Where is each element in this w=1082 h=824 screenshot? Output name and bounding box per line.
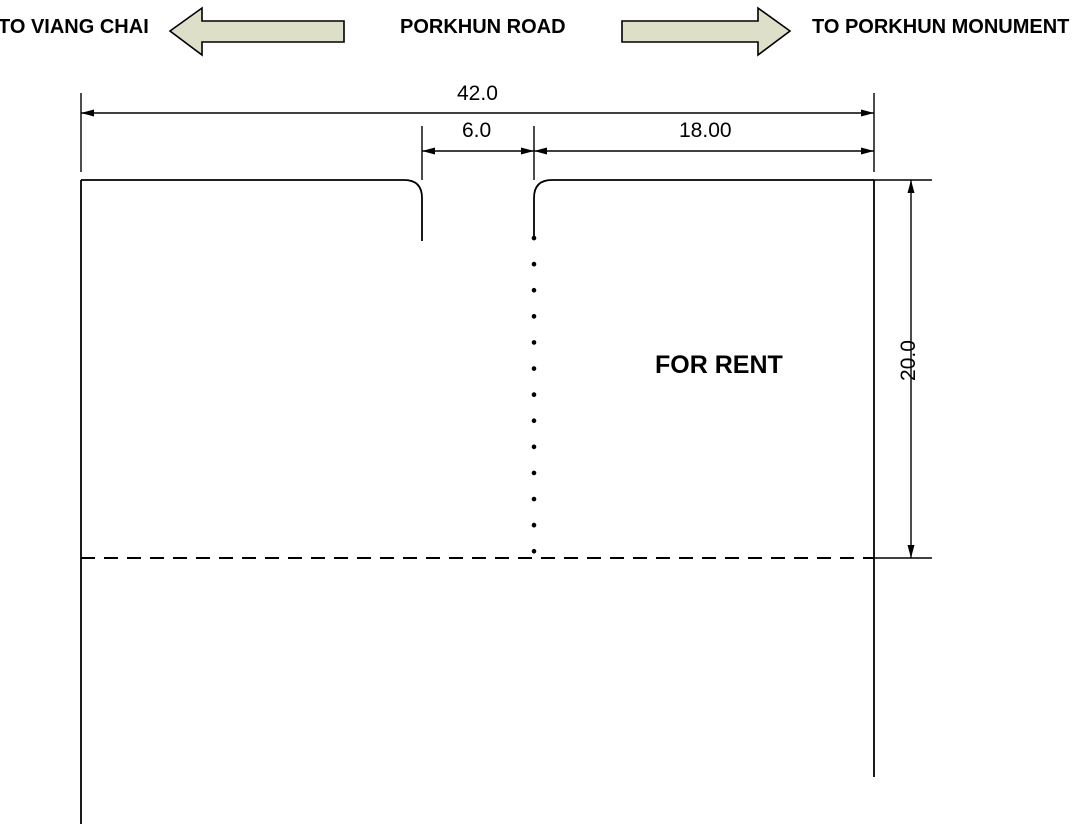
arrowhead-depth-bottom (907, 545, 915, 558)
arrowhead-left-segment-left (422, 147, 435, 155)
arrowhead-left-segment-right (521, 147, 534, 155)
arrowhead-depth-top (907, 180, 915, 193)
arrow-left-to-viang-chai (168, 6, 345, 57)
arrowhead-overall-width-left (81, 109, 94, 117)
dimension-label-left-segment: 6.0 (462, 119, 492, 142)
arrow-right-to-porkhun-monument (621, 6, 792, 57)
boundary-top-west-with-radius (81, 179, 423, 241)
arrowhead-overall-width-right (861, 109, 874, 117)
dimension-label-overall-width: 42.0 (457, 82, 498, 105)
label-porkhun-road: PORKHUN ROAD (400, 16, 566, 38)
label-to-viang-chai: TO VIANG CHAI (0, 16, 149, 38)
arrowhead-right-segment-left (534, 147, 547, 155)
dimension-label-depth: 20.0 (896, 340, 920, 381)
label-for-rent: FOR RENT (655, 351, 783, 379)
label-to-porkhun-monument: TO PORKHUN MONUMENT (812, 16, 1070, 38)
boundary-top-east-with-radius (533, 179, 874, 238)
arrowhead-right-segment-right (861, 147, 874, 155)
dimension-label-right-segment: 18.00 (679, 119, 732, 142)
